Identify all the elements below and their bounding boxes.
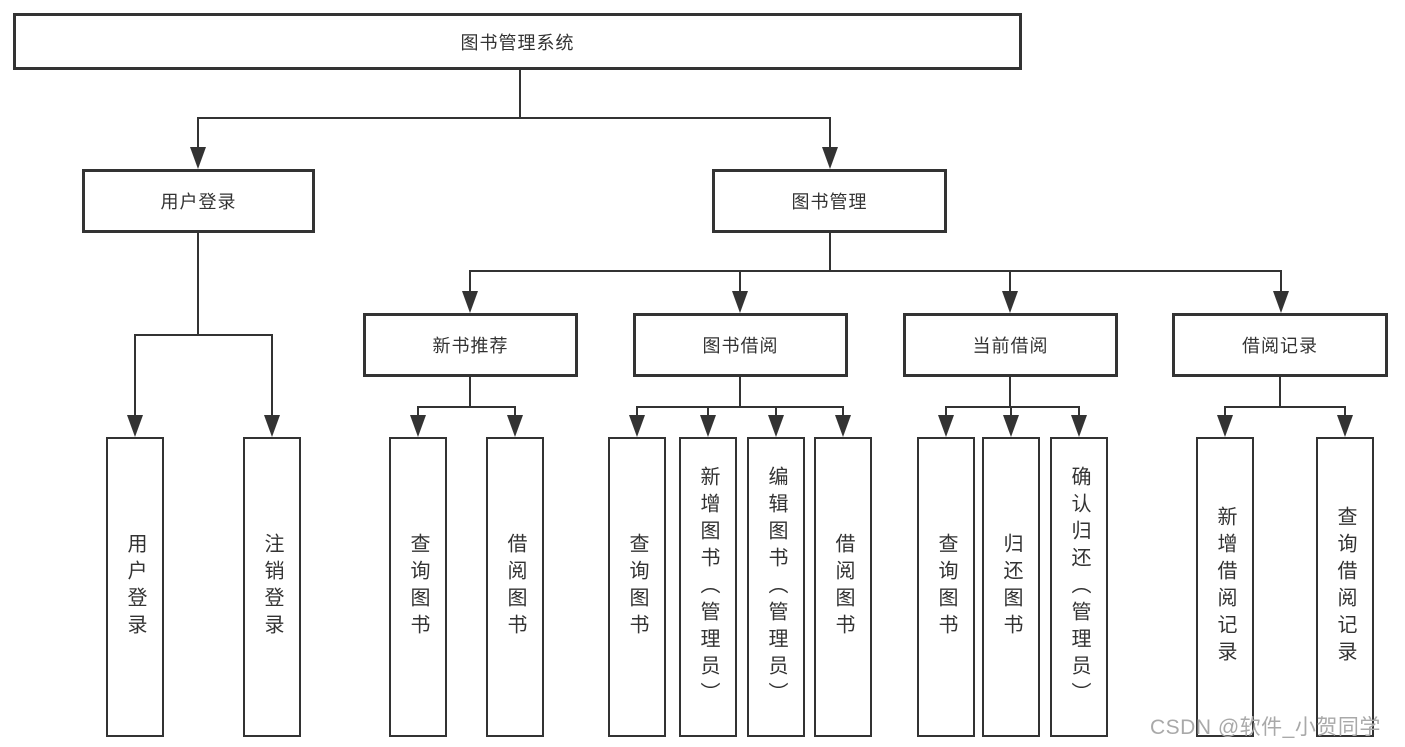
- connector-line: [739, 270, 741, 294]
- arrow-down-icon: [822, 147, 838, 169]
- arrow-down-icon: [768, 415, 784, 437]
- connector-line: [829, 117, 831, 150]
- connector-line: [417, 406, 516, 408]
- connector-line: [469, 377, 471, 408]
- arrow-down-icon: [1071, 415, 1087, 437]
- connector-line: [514, 406, 516, 418]
- leaf-edit-book-admin: 编辑图书（管理员）: [747, 437, 805, 737]
- connector-line: [1078, 406, 1080, 418]
- leaf-edit-book-admin-label: 编辑图书（管理员）: [765, 465, 787, 709]
- connector-line: [417, 406, 419, 418]
- arrow-down-icon: [507, 415, 523, 437]
- connector-line: [134, 334, 136, 418]
- leaf-user-login: 用户登录: [106, 437, 164, 737]
- connector-line: [519, 70, 521, 118]
- connector-line: [197, 117, 199, 150]
- arrow-down-icon: [410, 415, 426, 437]
- connector-line: [469, 270, 1282, 272]
- node-new-books: 新书推荐: [363, 313, 578, 377]
- leaf-logout-label: 注销登录: [261, 533, 283, 641]
- watermark: CSDN @软件_小贺同学: [1150, 716, 1381, 739]
- arrow-down-icon: [1003, 415, 1019, 437]
- connector-line: [829, 233, 831, 272]
- leaf-query-books-current: 查询图书: [917, 437, 975, 737]
- node-book-mgmt-label: 图书管理: [791, 192, 868, 212]
- connector-line: [197, 117, 831, 119]
- leaf-add-book-admin: 新增图书（管理员）: [679, 437, 737, 737]
- node-book-borrow-label: 图书借阅: [702, 336, 779, 356]
- node-root-label: 图书管理系统: [460, 32, 575, 53]
- leaf-borrow-books-borrowing: 借阅图书: [814, 437, 872, 737]
- connector-line: [1344, 406, 1346, 418]
- arrow-down-icon: [1217, 415, 1233, 437]
- connector-line: [134, 334, 273, 336]
- arrow-down-icon: [264, 415, 280, 437]
- connector-line: [1010, 406, 1012, 418]
- connector-line: [1009, 270, 1011, 294]
- leaf-add-borrow-record-label: 新增借阅记录: [1214, 506, 1236, 668]
- connector-line: [197, 233, 199, 336]
- connector-line: [775, 406, 777, 418]
- leaf-confirm-return-admin-label: 确认归还（管理员）: [1068, 465, 1090, 709]
- node-root: 图书管理系统: [13, 13, 1022, 70]
- connector-line: [707, 406, 709, 418]
- node-current-borrow: 当前借阅: [903, 313, 1118, 377]
- node-book-mgmt: 图书管理: [712, 169, 947, 233]
- leaf-borrow-books-newbooks: 借阅图书: [486, 437, 544, 737]
- leaf-borrow-books-newbooks-label: 借阅图书: [504, 533, 526, 641]
- node-current-borrow-label: 当前借阅: [972, 336, 1049, 356]
- connector-line: [636, 406, 844, 408]
- arrow-down-icon: [1273, 291, 1289, 313]
- node-borrow-records: 借阅记录: [1172, 313, 1388, 377]
- leaf-logout: 注销登录: [243, 437, 301, 737]
- node-user-login-label: 用户登录: [160, 192, 237, 212]
- connector-line: [1280, 270, 1282, 294]
- arrow-down-icon: [700, 415, 716, 437]
- leaf-query-books-borrowing-label: 查询图书: [626, 533, 648, 641]
- leaf-query-borrow-record: 查询借阅记录: [1316, 437, 1374, 737]
- node-book-borrow: 图书借阅: [633, 313, 848, 377]
- connector-line: [1224, 406, 1345, 408]
- connector-line: [1279, 377, 1281, 408]
- node-new-books-label: 新书推荐: [432, 336, 509, 356]
- arrow-down-icon: [732, 291, 748, 313]
- arrow-down-icon: [127, 415, 143, 437]
- leaf-query-books-newbooks-label: 查询图书: [407, 533, 429, 641]
- connector-line: [1224, 406, 1226, 418]
- leaf-add-book-admin-label: 新增图书（管理员）: [697, 465, 719, 709]
- leaf-return-book: 归还图书: [982, 437, 1040, 737]
- leaf-add-borrow-record: 新增借阅记录: [1196, 437, 1254, 737]
- leaf-query-books-current-label: 查询图书: [935, 533, 957, 641]
- connector-line: [739, 377, 741, 408]
- node-user-login: 用户登录: [82, 169, 315, 233]
- arrow-down-icon: [938, 415, 954, 437]
- arrow-down-icon: [1002, 291, 1018, 313]
- arrow-down-icon: [629, 415, 645, 437]
- connector-line: [271, 334, 273, 418]
- connector-line: [636, 406, 638, 418]
- connector-line: [469, 270, 471, 294]
- leaf-return-book-label: 归还图书: [1000, 533, 1022, 641]
- connector-line: [945, 406, 947, 418]
- connector-line: [1009, 377, 1011, 408]
- arrow-down-icon: [190, 147, 206, 169]
- connector-line: [945, 406, 1080, 408]
- leaf-query-books-borrowing: 查询图书: [608, 437, 666, 737]
- arrow-down-icon: [462, 291, 478, 313]
- arrow-down-icon: [835, 415, 851, 437]
- connector-line: [842, 406, 844, 418]
- leaf-confirm-return-admin: 确认归还（管理员）: [1050, 437, 1108, 737]
- leaf-query-books-newbooks: 查询图书: [389, 437, 447, 737]
- leaf-user-login-label: 用户登录: [124, 533, 146, 641]
- node-borrow-records-label: 借阅记录: [1242, 336, 1318, 356]
- arrow-down-icon: [1337, 415, 1353, 437]
- leaf-borrow-books-borrowing-label: 借阅图书: [832, 533, 854, 641]
- leaf-query-borrow-record-label: 查询借阅记录: [1334, 506, 1356, 668]
